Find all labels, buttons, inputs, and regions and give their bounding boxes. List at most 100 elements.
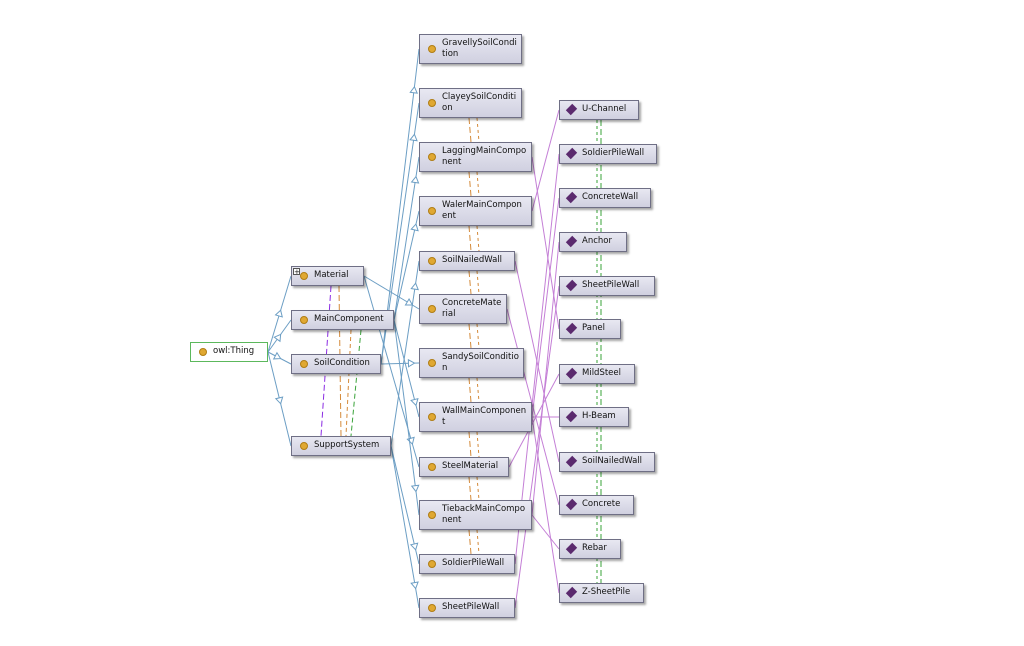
node-individual-soldierpilewall[interactable]: SoldierPileWall bbox=[559, 144, 657, 164]
subclass-arrow bbox=[409, 542, 419, 551]
node-individual-sheetpilewall[interactable]: SheetPileWall bbox=[559, 276, 655, 296]
subclass-arrow bbox=[404, 297, 414, 306]
node-individual-h-beam[interactable]: H-Beam bbox=[559, 407, 629, 427]
instance-edge bbox=[506, 308, 560, 506]
node-label: SheetPileWall bbox=[582, 280, 640, 290]
subclass-arrow bbox=[410, 223, 419, 232]
node-individual-soilnailedwall[interactable]: SoilNailedWall bbox=[559, 452, 655, 472]
instance-edge bbox=[508, 373, 560, 468]
subclass-edge bbox=[363, 275, 420, 468]
node-soilcondition[interactable]: SoilCondition bbox=[291, 354, 381, 374]
property-edge bbox=[350, 329, 362, 437]
subclass-arrow bbox=[406, 436, 415, 446]
property-edge bbox=[468, 431, 472, 458]
node-label: ClayeySoilCondition bbox=[442, 92, 517, 113]
node-laggingmaincomponent[interactable]: LaggingMainComponent bbox=[419, 142, 532, 172]
node-soilnailedwall[interactable]: SoilNailedWall bbox=[419, 251, 515, 271]
individual-diamond-icon bbox=[565, 498, 578, 511]
instance-edge bbox=[531, 241, 560, 516]
class-icon bbox=[300, 272, 308, 280]
class-icon bbox=[428, 604, 436, 612]
individual-diamond-icon bbox=[565, 147, 578, 160]
individual-diamond-icon bbox=[565, 410, 578, 423]
subclass-arrow bbox=[409, 133, 418, 142]
node-sheetpilewall[interactable]: SheetPileWall bbox=[419, 598, 515, 618]
instance-edge bbox=[514, 153, 560, 565]
subclass-arrow bbox=[410, 397, 419, 407]
individual-diamond-icon bbox=[565, 322, 578, 335]
class-icon bbox=[428, 305, 436, 313]
property-edge bbox=[468, 476, 472, 501]
node-label: LaggingMainComponent bbox=[442, 146, 527, 167]
node-owl-thing[interactable]: owl:Thing bbox=[190, 342, 268, 362]
property-edge bbox=[476, 270, 480, 295]
subclass-arrow bbox=[274, 396, 284, 405]
node-concretematerial[interactable]: ConcreteMaterial bbox=[419, 294, 507, 324]
node-label: H-Beam bbox=[582, 411, 616, 421]
node-soldierpilewall[interactable]: SoldierPileWall bbox=[419, 554, 515, 574]
node-label: U-Channel bbox=[582, 104, 627, 114]
subclass-edge bbox=[390, 260, 420, 447]
node-steelmaterial[interactable]: SteelMaterial bbox=[419, 457, 509, 477]
property-edge bbox=[476, 529, 480, 555]
node-individual-anchor[interactable]: Anchor bbox=[559, 232, 627, 252]
node-supportsystem[interactable]: SupportSystem bbox=[291, 436, 391, 456]
node-individual-mildsteel[interactable]: MildSteel bbox=[559, 364, 635, 384]
node-individual-z-sheetpile[interactable]: Z-SheetPile bbox=[559, 583, 644, 603]
node-material[interactable]: + Material bbox=[291, 266, 364, 286]
individual-diamond-icon bbox=[565, 586, 578, 599]
property-edge bbox=[345, 329, 352, 437]
node-wallmaincomponent[interactable]: WallMainComponent bbox=[419, 402, 532, 432]
class-icon bbox=[428, 359, 436, 367]
property-edge bbox=[476, 323, 480, 349]
node-label: SheetPileWall bbox=[442, 602, 500, 612]
class-icon bbox=[428, 463, 436, 471]
node-maincomponent[interactable]: MainComponent bbox=[291, 310, 394, 330]
instance-edge bbox=[514, 260, 560, 463]
node-label: MildSteel bbox=[582, 368, 622, 378]
class-icon bbox=[300, 442, 308, 450]
node-label: Anchor bbox=[582, 236, 612, 246]
node-individual-panel[interactable]: Panel bbox=[559, 319, 621, 339]
property-edge bbox=[476, 171, 480, 197]
node-label: Rebar bbox=[582, 543, 607, 553]
subclass-arrow bbox=[273, 333, 282, 343]
node-label: GravellySoilCondition bbox=[442, 38, 517, 59]
class-icon bbox=[428, 99, 436, 107]
node-label: WalerMainComponent bbox=[442, 200, 522, 221]
node-clayeysoilcondition[interactable]: ClayeySoilCondition bbox=[419, 88, 522, 118]
subclass-arrow bbox=[272, 351, 282, 360]
node-label: SoilNailedWall bbox=[442, 255, 503, 265]
class-icon bbox=[428, 560, 436, 568]
individual-diamond-icon bbox=[565, 103, 578, 116]
node-individual-rebar[interactable]: Rebar bbox=[559, 539, 621, 559]
node-sandysoilcondition[interactable]: SandySoilCondition bbox=[419, 348, 524, 378]
node-tiebackmaincomponent[interactable]: TiebackMainComponent bbox=[419, 500, 532, 530]
class-icon bbox=[300, 360, 308, 368]
property-edge bbox=[476, 476, 480, 501]
node-walermaincomponent[interactable]: WalerMainComponent bbox=[419, 196, 532, 226]
node-individual-u-channel[interactable]: U-Channel bbox=[559, 100, 639, 120]
subclass-edge bbox=[393, 156, 420, 321]
class-icon bbox=[428, 413, 436, 421]
individual-diamond-icon bbox=[565, 235, 578, 248]
node-label: SupportSystem bbox=[314, 440, 380, 450]
instance-edge bbox=[531, 416, 560, 594]
class-icon bbox=[428, 45, 436, 53]
node-label: Concrete bbox=[582, 499, 621, 509]
subclass-edge bbox=[393, 319, 420, 516]
subclass-arrow bbox=[409, 85, 419, 94]
property-edge bbox=[468, 225, 472, 252]
subclass-arrow bbox=[410, 175, 420, 184]
individual-diamond-icon bbox=[565, 191, 578, 204]
property-edge bbox=[468, 377, 472, 403]
node-gravellysoilcondition[interactable]: GravellySoilCondition bbox=[419, 34, 522, 64]
node-label: Z-SheetPile bbox=[582, 587, 631, 597]
expand-icon[interactable]: + bbox=[293, 268, 300, 276]
class-icon bbox=[428, 153, 436, 161]
individual-diamond-icon bbox=[565, 279, 578, 292]
node-individual-concrete[interactable]: Concrete bbox=[559, 495, 634, 515]
node-individual-concretewall[interactable]: ConcreteWall bbox=[559, 188, 651, 208]
subclass-arrow bbox=[410, 484, 420, 493]
